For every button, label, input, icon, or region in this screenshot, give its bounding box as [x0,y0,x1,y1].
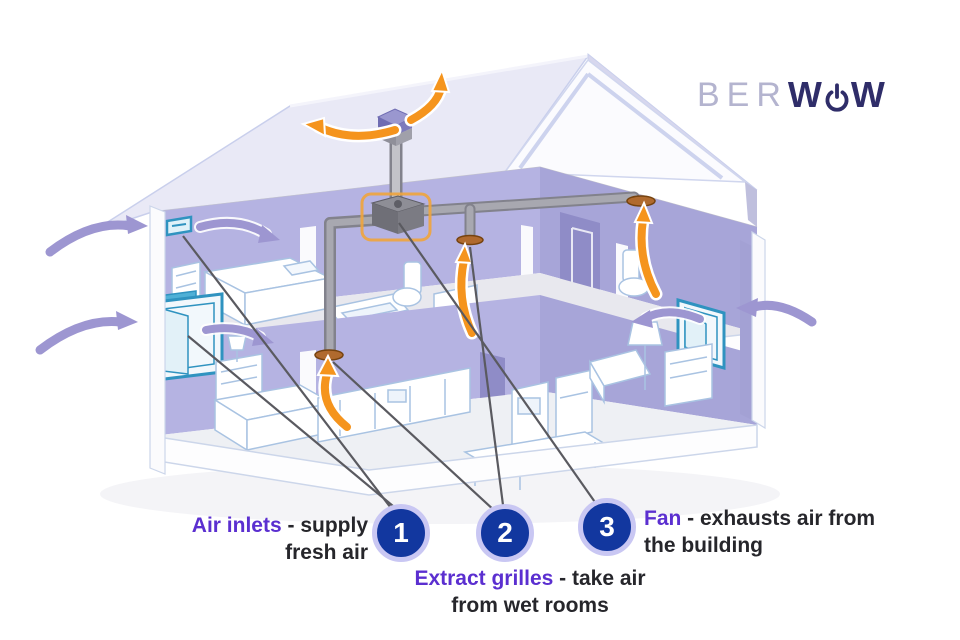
brand-logo: BER W W [697,72,886,118]
extract-grilles-keyword: Extract grilles [414,567,554,590]
leader-lines [182,222,598,513]
label-fan-line2: the building [644,534,763,557]
label-extract-line1: Extract grilles - take air [386,565,674,592]
power-button-icon [825,83,849,112]
label-extract-line2: from wet rooms [451,594,609,617]
label-air-inlets-line1: Air inlets - supply [128,512,368,539]
ground-floor [152,391,757,470]
label-air-inlets-line2: fresh air [285,541,368,564]
lamp [227,335,247,351]
label-extract-grilles: Extract grilles - take air from wet room… [386,565,674,619]
label-fan: Fan - exhausts air from the building [644,505,904,559]
fan-rest: - exhausts air from [681,507,876,530]
extract-grilles [314,195,656,361]
roof [91,52,758,233]
fan-keyword: Fan [644,507,682,530]
extract-airflow-arrows [300,67,663,434]
logo-text-light: BER [697,75,788,114]
fan-unit [360,192,432,242]
callout-3-badge: 3 [578,498,636,556]
logo-letter-w2: W [850,74,886,115]
label-fan-line1: Fan - exhausts air from [644,505,904,532]
callout-2-badge: 2 [476,504,534,562]
extract-grilles-rest: - take air [553,567,646,590]
air-inlets-keyword: Air inlets [191,514,282,537]
air-inlet-upper [165,215,193,237]
callout-1-badge: 1 [372,504,430,562]
fridge [555,369,593,441]
extract-grille-toilet [626,195,656,207]
callout-2-number: 2 [497,517,513,548]
extract-grille-bathroom [456,234,484,246]
logo-letter-w1: W [787,74,823,115]
callout-1-number: 1 [393,517,409,548]
label-air-inlets: Air inlets - supply fresh air [128,512,368,566]
wall-edges [149,205,766,475]
duct-network [324,135,640,356]
callout-3-number: 3 [599,511,615,542]
air-inlets-rest: - supply [281,514,368,537]
